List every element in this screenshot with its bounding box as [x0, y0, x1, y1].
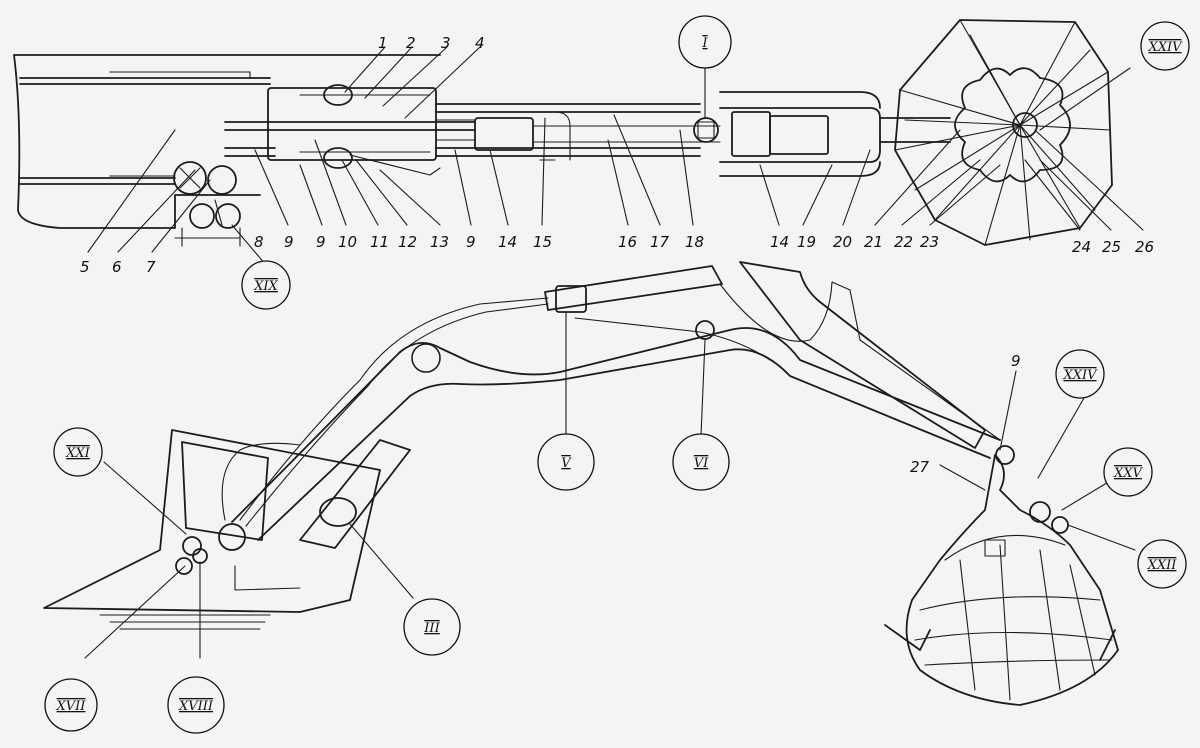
- svg-text:XXIV: XXIV: [1147, 40, 1183, 55]
- part-number-8: 8: [254, 233, 264, 251]
- svg-text:XXV: XXV: [1113, 466, 1144, 481]
- part-number-3: 3: [441, 34, 451, 52]
- part-number-7: 7: [146, 258, 156, 276]
- svg-text:VI: VI: [694, 456, 709, 471]
- callout-XXI: XXI: [53, 427, 103, 477]
- part-number-12: 12: [398, 233, 417, 251]
- svg-text:XVIII: XVIII: [178, 699, 214, 714]
- part-number-9-side: 9: [1011, 352, 1021, 370]
- callout-XXV: XXV: [1103, 447, 1153, 497]
- part-number-17: 17: [650, 233, 670, 251]
- callout-XVIII: XVIII: [167, 676, 225, 734]
- part-number-14a: 14: [498, 233, 517, 251]
- part-number-24: 24: [1072, 238, 1091, 256]
- leader-lines: [84, 46, 1144, 659]
- callout-XXIV-top: XXIV: [1140, 21, 1190, 71]
- side-view-part-numbers: 9 27: [910, 352, 1021, 476]
- part-number-15: 15: [533, 233, 552, 251]
- svg-text:XXII: XXII: [1147, 558, 1178, 573]
- callout-I: I: [678, 15, 732, 69]
- svg-text:V: V: [561, 456, 572, 471]
- part-number-18: 18: [685, 233, 704, 251]
- part-number-26: 26: [1135, 238, 1154, 256]
- part-number-9c: 9: [466, 233, 476, 251]
- part-number-21: 21: [864, 233, 883, 251]
- top-view-drawing: [13, 19, 1113, 247]
- callout-XIX: XIX: [241, 260, 291, 310]
- callout-XXIV-side: XXIV: [1055, 349, 1105, 399]
- part-number-22: 22: [894, 233, 913, 251]
- callout-XXII: XXII: [1137, 539, 1187, 589]
- part-number-16: 16: [618, 233, 637, 251]
- part-number-25: 25: [1102, 238, 1121, 256]
- part-number-6: 6: [112, 258, 122, 276]
- part-number-4: 4: [475, 34, 485, 52]
- part-number-19: 19: [797, 233, 816, 251]
- svg-text:XIX: XIX: [253, 279, 278, 294]
- svg-text:I: I: [701, 36, 708, 51]
- part-number-9b: 9: [316, 233, 326, 251]
- part-number-14b: 14: [770, 233, 789, 251]
- part-number-5: 5: [80, 258, 90, 276]
- side-view-drawing: [43, 261, 1119, 706]
- part-number-23: 23: [920, 233, 939, 251]
- part-number-10: 10: [338, 233, 357, 251]
- callout-III: III: [403, 598, 461, 656]
- callout-V: V: [537, 433, 595, 491]
- detail-callouts: I XXIV XIX V VI XXI III XVII: [44, 15, 1190, 734]
- callout-XVII: XVII: [44, 678, 98, 732]
- part-number-27: 27: [910, 458, 930, 476]
- part-number-11: 11: [370, 233, 389, 251]
- svg-text:III: III: [423, 621, 440, 636]
- callout-VI: VI: [672, 433, 730, 491]
- svg-text:XXI: XXI: [65, 446, 91, 461]
- part-number-2: 2: [406, 34, 416, 52]
- svg-text:XXIV: XXIV: [1062, 368, 1098, 383]
- top-view-part-numbers: 1 2 3 4 5 6 7 8 9 9 10 11 12 13 9 14 15 …: [80, 34, 1154, 276]
- part-number-1: 1: [378, 34, 388, 52]
- svg-text:XVII: XVII: [56, 699, 87, 714]
- part-number-9a: 9: [284, 233, 294, 251]
- part-number-13: 13: [430, 233, 449, 251]
- part-number-20: 20: [833, 233, 852, 251]
